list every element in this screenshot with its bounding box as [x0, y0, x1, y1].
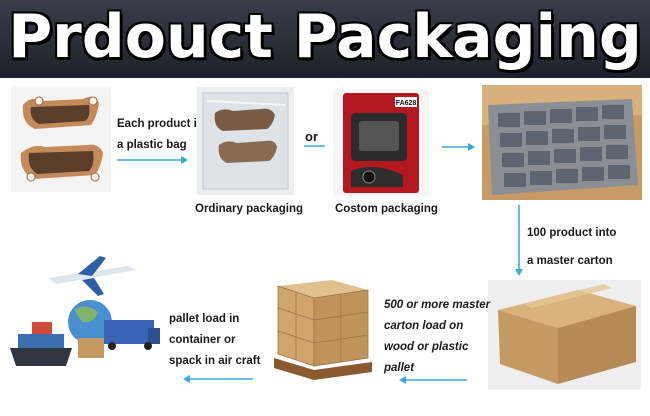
arrow-right-1 — [117, 156, 188, 164]
ship-caption-line2: container or — [169, 334, 236, 346]
custom-box-code: FA628 — [396, 100, 417, 107]
brake-pads-photo — [11, 87, 111, 192]
connector-line — [304, 145, 325, 147]
arrow-down — [515, 205, 523, 276]
ship-caption: pallet load in container or spack in air… — [169, 309, 260, 372]
pallet-caption-line1: 500 or more master — [384, 299, 491, 311]
custom-caption: Costom packaging — [335, 203, 438, 215]
ordinary-caption: Ordinary packaging — [195, 203, 304, 215]
master-caption-line1: 100 product into — [527, 227, 617, 239]
pallet-caption-line3: wood or plastic — [384, 341, 469, 353]
custom-box-photo: FA628 — [333, 89, 429, 196]
master-caption-line2: a master carton — [527, 255, 613, 267]
bag-caption: Each product in a plastic bag — [117, 114, 204, 156]
closed-carton-photo — [488, 280, 641, 390]
ship-caption-line1: pallet load in — [169, 313, 240, 325]
arrow-right-2 — [442, 143, 475, 151]
pallet-caption: 500 or more master carton load on wood o… — [384, 295, 490, 379]
bag-caption-line1: Each product in — [117, 118, 204, 130]
master-carton-open-photo — [482, 85, 642, 200]
bag-caption-line2: a plastic bag — [117, 139, 187, 151]
shipping-photo — [8, 250, 163, 378]
pallet-caption-line2: carton load on — [384, 320, 464, 332]
page-title: Prdouct Packaging — [8, 2, 642, 72]
title-banner: Prdouct Packaging — [0, 0, 650, 78]
pallet-caption-line4: pallet — [384, 362, 415, 374]
or-label: or — [305, 129, 318, 144]
arrow-left-2 — [183, 375, 253, 383]
master-caption: 100 product into a master carton — [527, 219, 616, 275]
plastic-bag-photo — [197, 87, 294, 195]
ship-caption-line3: spack in air craft — [169, 355, 261, 367]
arrow-left-1 — [399, 376, 467, 384]
pallet-photo — [268, 276, 374, 384]
